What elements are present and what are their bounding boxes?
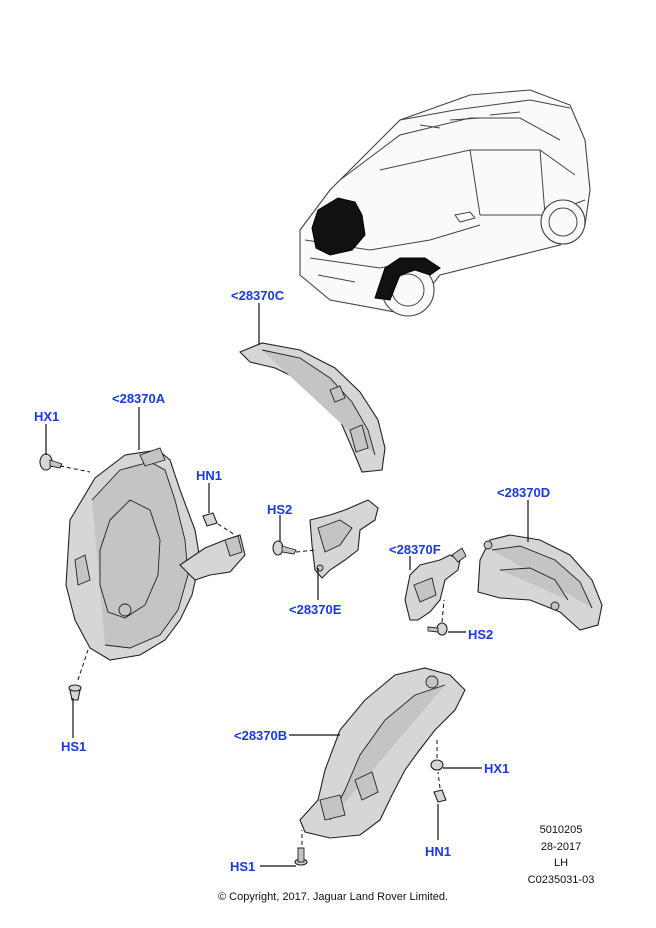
callout-28370E: <28370E (289, 602, 342, 617)
callout-28370A: <28370A (112, 391, 166, 406)
callout-28370B: <28370B (234, 728, 288, 743)
callout-hn1-bottom: HN1 (425, 844, 452, 859)
ref-date: 28-2017 (540, 841, 582, 853)
callout-hs2-right: HS2 (468, 627, 494, 642)
part-28370A (65, 447, 246, 661)
callout-28370C: <28370C (231, 288, 285, 303)
callout-hx1-top: HX1 (34, 409, 60, 424)
leader-lines (45, 303, 529, 867)
part-28370B (299, 667, 466, 839)
ref-code: 5010205 (539, 824, 583, 836)
callout-hx1-bottom: HX1 (484, 761, 510, 776)
part-28370C (239, 342, 386, 473)
fastener-hn1-top (202, 512, 218, 527)
fastener-hx1-bottom (430, 759, 444, 771)
callout-hn1-top: HN1 (196, 468, 223, 483)
callout-28370F: <28370F (389, 542, 441, 557)
callout-28370D: <28370D (497, 485, 551, 500)
fastener-hs1-left (68, 684, 82, 701)
callout-hs2-left: HS2 (267, 502, 293, 517)
copyright-notice: © Copyright, 2017. Jaguar Land Rover Lim… (218, 891, 449, 903)
part-28370E (309, 499, 379, 579)
fastener-hs1-bottom (294, 847, 308, 866)
fastener-hx1-top (39, 453, 63, 471)
callout-hs1-left: HS1 (61, 739, 87, 754)
vehicle-overview (299, 89, 591, 317)
callout-hs1-bottom: HS1 (230, 859, 256, 874)
ref-side: LH (553, 857, 569, 869)
fastener-hs2-left (272, 540, 297, 556)
part-28370F (404, 547, 467, 621)
part-28370D (477, 534, 603, 631)
fastener-hn1-bottom (433, 789, 447, 803)
fastener-hs2-right (427, 622, 448, 636)
ref-illustration-id: C0235031-03 (527, 874, 595, 886)
